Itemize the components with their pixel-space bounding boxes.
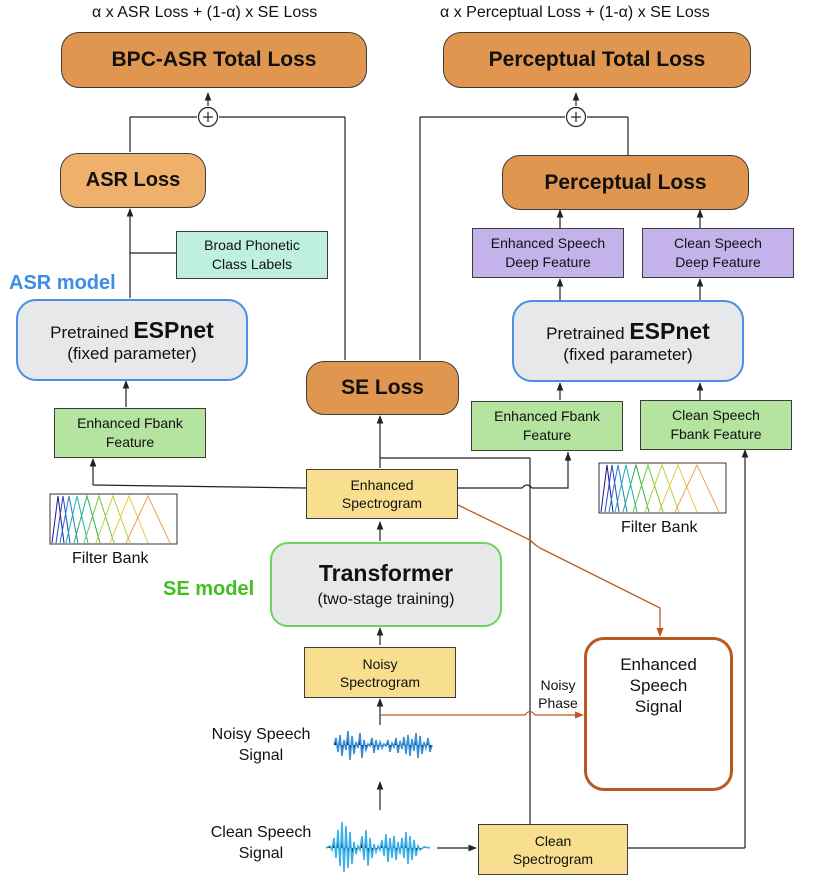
asr-loss-label: ASR Loss: [85, 169, 181, 191]
se-loss-label: SE Loss: [341, 376, 424, 399]
espnet-prefix: Pretrained: [50, 322, 129, 342]
enhanced-speech-signal-box: Enhanced Speech Signal: [584, 637, 733, 791]
perceptual-loss-label: Perceptual Loss: [544, 170, 707, 194]
perceptual-total-loss-label: Perceptual Total Loss: [488, 48, 706, 71]
noisy-waveform-icon: [333, 730, 433, 761]
clean-waveform-icon: [325, 821, 431, 873]
clean-spectrogram-text: Clean Spectrogram: [512, 832, 594, 867]
clean-fbank-text: Clean Speech Fbank Feature: [670, 407, 762, 442]
espnet-perceptual-box: Pretrained ESPnet (fixed parameter): [512, 300, 744, 382]
se-model-label: SE model: [163, 578, 255, 600]
perceptual-loss-box: Perceptual Loss: [502, 155, 749, 210]
transformer-note: (two-stage training): [317, 591, 455, 608]
perceptual-total-loss-box: Perceptual Total Loss: [443, 32, 751, 88]
enhanced-spectrogram-text: Enhanced Spectrogram: [341, 477, 423, 511]
clean-deep-feature-text: Clean Speech Deep Feature: [674, 235, 762, 270]
orange-connectors: [380, 504, 664, 719]
perceptual-total-formula: α x Perceptual Loss + (1-α) x SE Loss: [440, 4, 710, 21]
filter-bank-left-label: Filter Bank: [72, 550, 149, 567]
transformer-box: Transformer (two-stage training): [270, 542, 502, 627]
enhanced-deep-feature-box: Enhanced Speech Deep Feature: [472, 228, 624, 278]
espnet-note: (fixed parameter): [67, 343, 197, 363]
plus-icon-right: [565, 106, 587, 128]
enhanced-fbank-left-text: Enhanced Fbank Feature: [77, 415, 183, 450]
asr-loss-box: ASR Loss: [60, 153, 206, 208]
espnet-note: (fixed parameter): [563, 344, 693, 364]
asr-total-formula: α x ASR Loss + (1-α) x SE Loss: [92, 4, 318, 21]
enhanced-spectrogram-box: Enhanced Spectrogram: [306, 469, 458, 519]
enhanced-fbank-left-box: Enhanced Fbank Feature: [54, 408, 206, 458]
espnet-prefix: Pretrained: [546, 323, 625, 343]
clean-deep-feature-box: Clean Speech Deep Feature: [642, 228, 794, 278]
asr-model-label: ASR model: [9, 272, 116, 294]
filter-bank-left-icon: [49, 493, 178, 545]
broad-phonetic-labels-box: Broad Phonetic Class Labels: [176, 231, 328, 279]
enhanced-fbank-right-box: Enhanced Fbank Feature: [471, 401, 623, 451]
espnet-name: ESPnet: [133, 316, 214, 343]
plus-icon-left: [197, 106, 219, 128]
noisy-speech-signal-label: Noisy Speech Signal: [211, 726, 311, 764]
enhanced-fbank-right-text: Enhanced Fbank Feature: [494, 408, 600, 443]
espnet-asr-box: Pretrained ESPnet (fixed parameter): [16, 299, 248, 381]
enhanced-speech-signal-text: Enhanced Speech Signal: [620, 655, 697, 716]
filter-bank-right-label: Filter Bank: [621, 519, 698, 536]
broad-phonetic-labels-text: Broad Phonetic Class Labels: [204, 237, 300, 272]
noisy-phase-label: Noisy Phase: [538, 677, 578, 711]
transformer-name: Transformer: [318, 560, 454, 586]
filter-bank-right-icon: [598, 462, 727, 514]
clean-speech-signal-label: Clean Speech Signal: [210, 824, 312, 862]
noisy-spectrogram-box: Noisy Spectrogram: [304, 647, 456, 698]
clean-fbank-box: Clean Speech Fbank Feature: [640, 400, 792, 450]
espnet-name: ESPnet: [629, 317, 710, 344]
noisy-spectrogram-text: Noisy Spectrogram: [339, 655, 421, 690]
bpc-asr-total-loss-box: BPC-ASR Total Loss: [61, 32, 367, 88]
se-loss-box: SE Loss: [306, 361, 459, 415]
bpc-asr-total-loss-label: BPC-ASR Total Loss: [111, 48, 317, 71]
clean-spectrogram-box: Clean Spectrogram: [478, 824, 628, 875]
connector-lines: [89, 92, 749, 852]
enhanced-deep-feature-text: Enhanced Speech Deep Feature: [490, 235, 606, 270]
